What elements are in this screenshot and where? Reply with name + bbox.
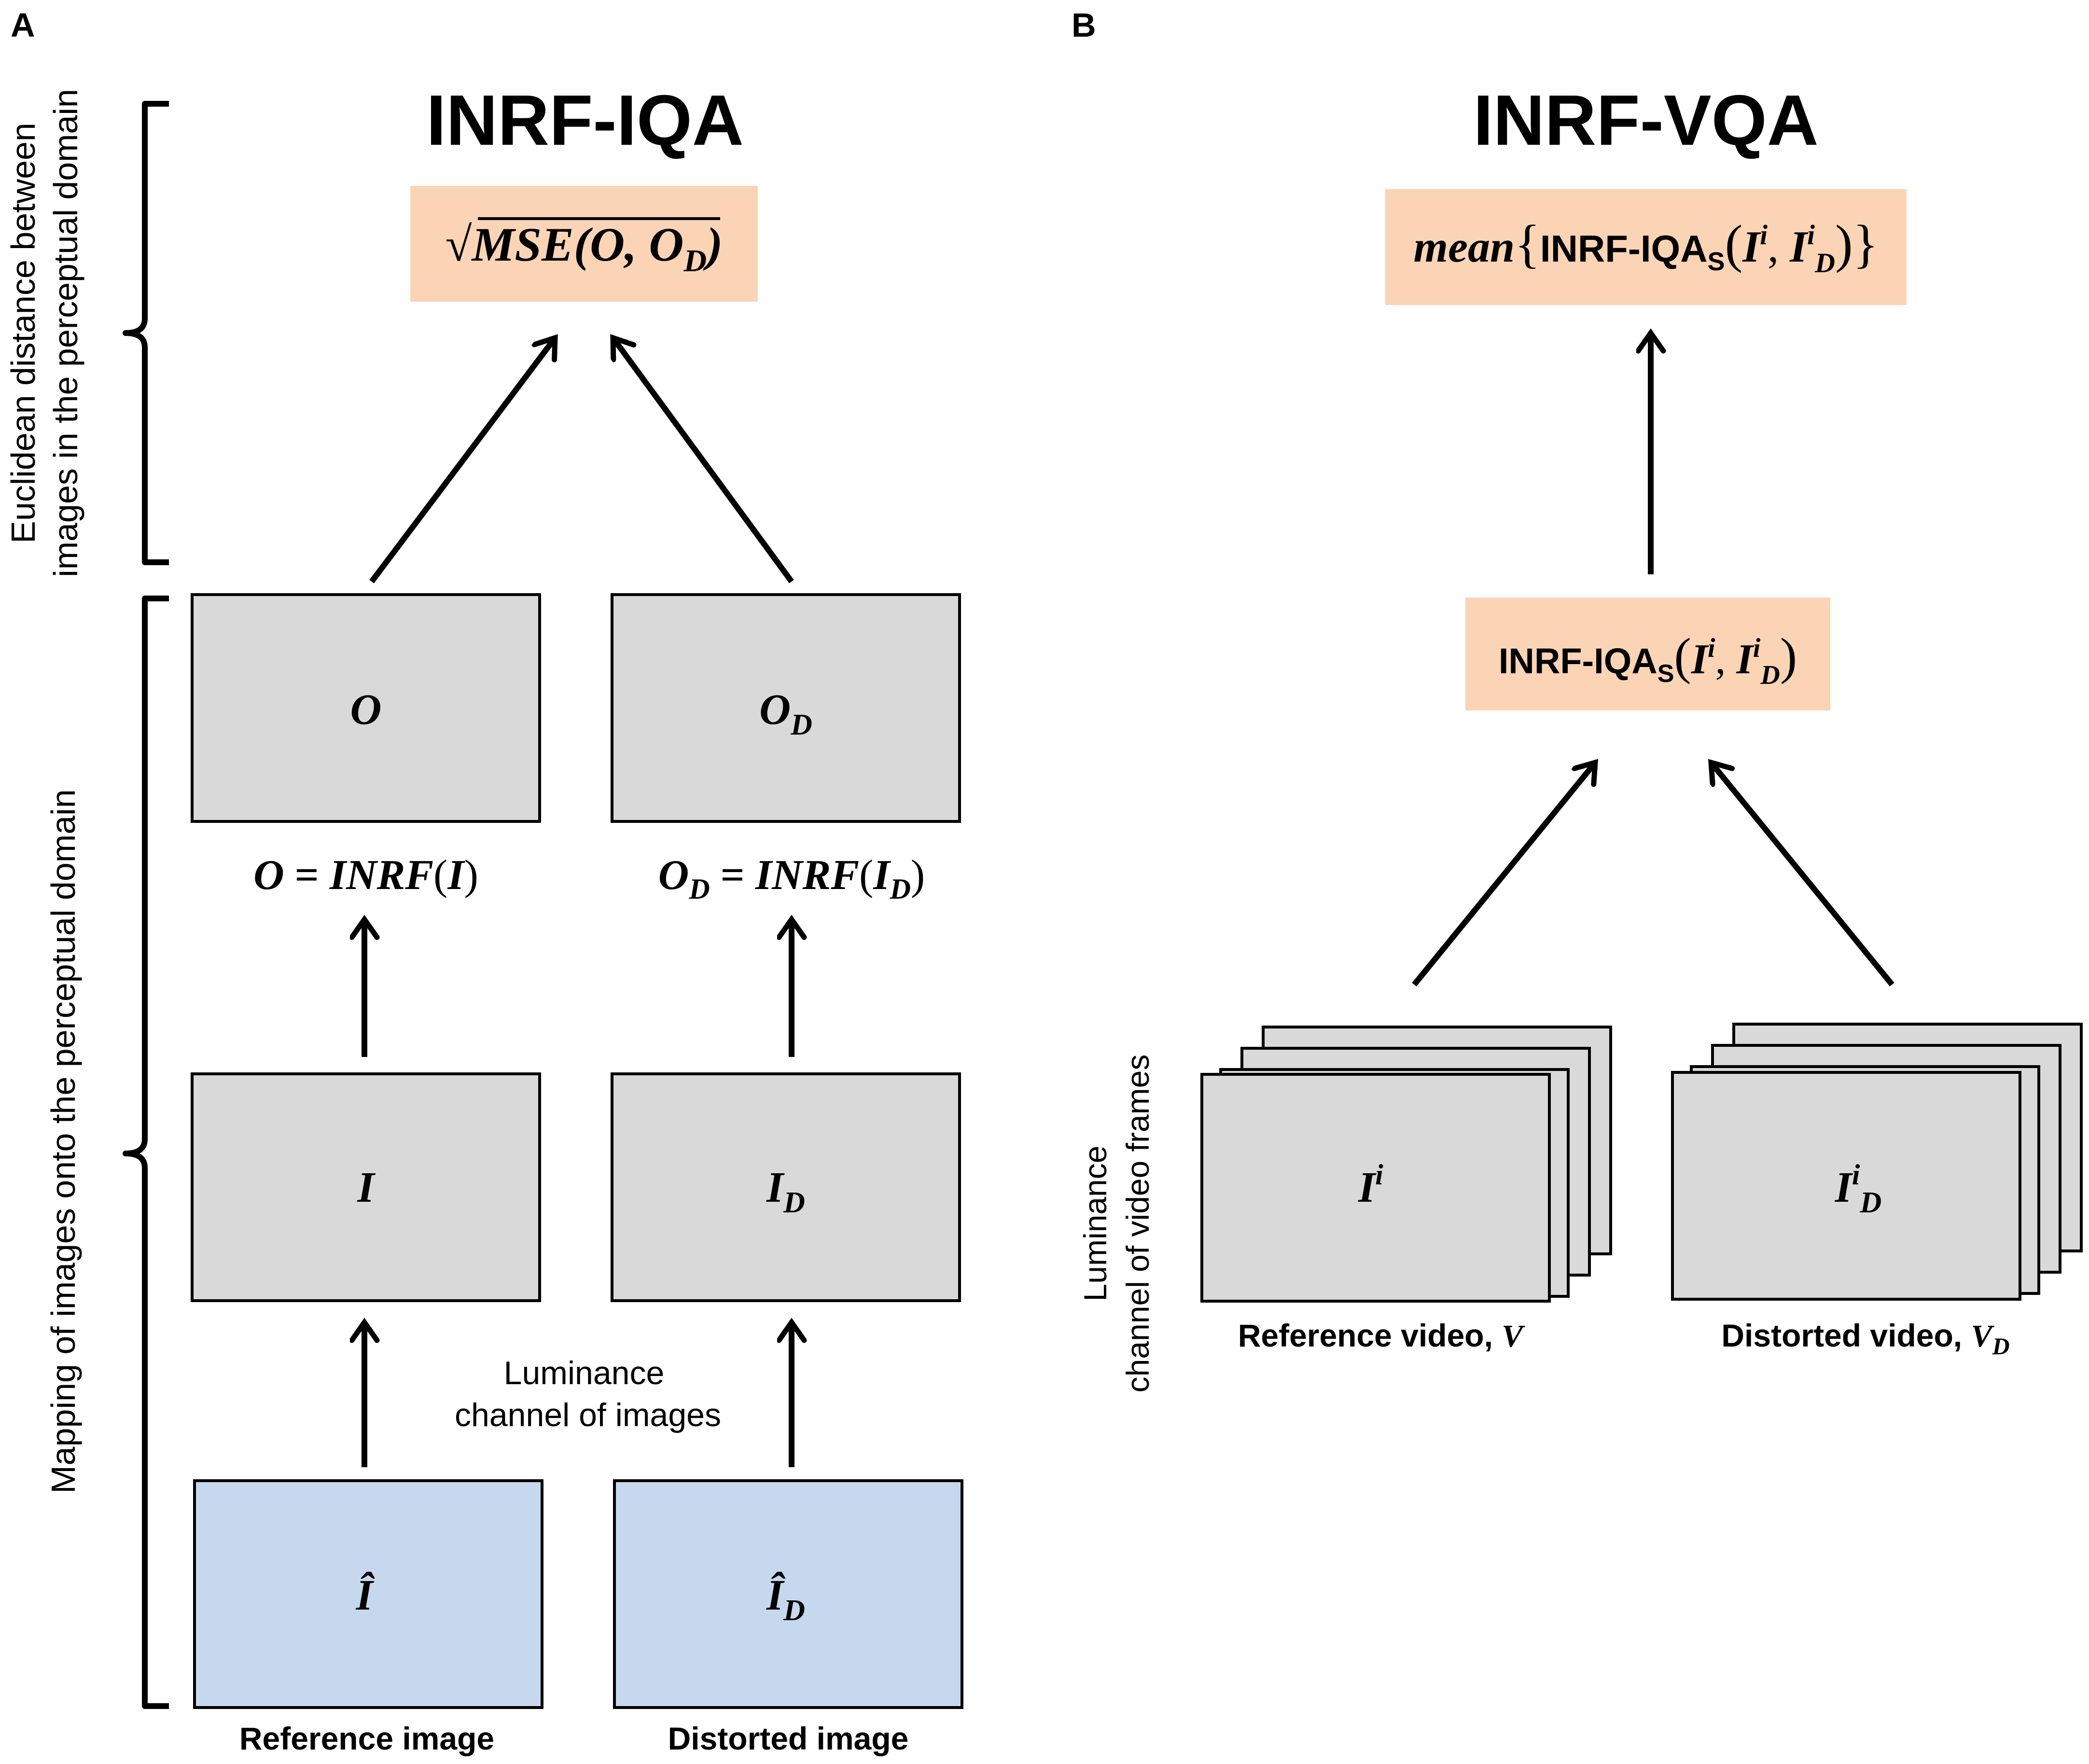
metric-func: MSE [471, 218, 573, 271]
luminance-label-line1: Luminance [504, 1355, 665, 1391]
box-o [191, 593, 541, 823]
box-i [191, 1072, 541, 1302]
ref-frame-label: Ii [1358, 1159, 1383, 1211]
video-label-line2: channel of video frames [1120, 1055, 1156, 1393]
metric-arg2-sub: D [683, 243, 707, 278]
bracket-upper [123, 101, 169, 565]
metric-arg1: O [590, 218, 625, 271]
box-o-label: O [350, 686, 382, 734]
arrow-od-to-metric [613, 338, 794, 583]
box-od-label: OD [759, 686, 812, 741]
arrow-o-to-metric [369, 338, 555, 583]
reference-video-stack [1200, 1026, 1612, 1303]
box-reference-input-label: Î [355, 1571, 375, 1619]
reference-image-caption: Reference image [239, 1721, 494, 1756]
video-label-line1: Luminance [1077, 1146, 1113, 1302]
metric-comma: , [623, 218, 649, 271]
panel-b-mean-box [1385, 189, 1907, 305]
bracket-lower-label: Mapping of images onto the perceptual do… [44, 789, 82, 1493]
box-reference-input [193, 1479, 543, 1709]
distorted-image-caption: Distorted image [668, 1721, 909, 1756]
metric-arg2: O [649, 218, 683, 271]
bracket-lower [123, 596, 169, 1709]
dist-frame-front [1671, 1071, 2021, 1301]
arrow-dist-video-to-frame [1711, 763, 1894, 986]
panel-b-title: INRF-VQA [1473, 81, 1818, 160]
panel-a-metric-formula: √MSE(O, OD) [446, 218, 723, 278]
box-distorted-input-label: ÎD [766, 1571, 805, 1627]
panel-a-title: INRF-IQA [426, 81, 744, 160]
box-od [611, 593, 961, 823]
dist-frame-label: IiD [1835, 1159, 1881, 1219]
luminance-label-line2: channel of images [455, 1397, 721, 1433]
eq-o: O = INRF(I) [253, 852, 478, 899]
box-id [611, 1072, 961, 1302]
bracket-upper-label-line2: images in the perceptual domain [47, 89, 84, 577]
arrow-ref-video-to-frame [1412, 763, 1595, 986]
distorted-video-caption: Distorted video, VD [1721, 1318, 2009, 1360]
panel-b-frame-formula: INRF-IQAS(Ii, IiD) [1499, 628, 1797, 690]
box-distorted-input [613, 1479, 963, 1709]
panel-b-label: B [1072, 6, 1096, 44]
distorted-video-stack [1671, 1023, 2083, 1301]
ref-frame-front [1200, 1073, 1551, 1303]
eq-od: OD = INRF(ID) [658, 852, 925, 905]
panel-b-mean-formula: mean{INRF-IQAS(Ii, IiD)} [1414, 214, 1879, 278]
panel-a-metric-box [410, 186, 758, 302]
box-i-label: I [357, 1164, 376, 1211]
panel-a-label: A [11, 6, 35, 44]
reference-video-caption: Reference video, V [1238, 1318, 1526, 1354]
bracket-upper-label-line1: Euclidean distance between [4, 123, 42, 543]
box-id-label: ID [766, 1164, 805, 1219]
panel-b-frame-box [1465, 597, 1830, 710]
sqrt-symbol: √ [446, 218, 472, 271]
